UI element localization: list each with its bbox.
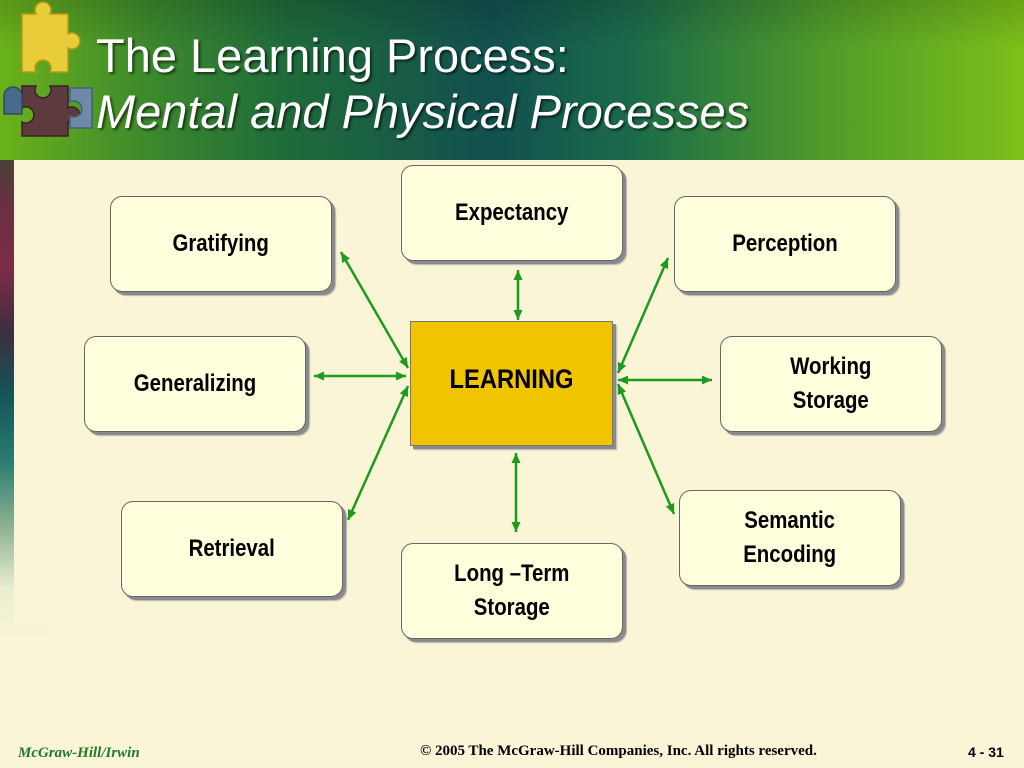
node-perception-label: Perception [732,230,838,257]
node-learning-label: LEARNING [449,364,574,394]
arrow-learning-semantic-encoding [616,383,676,515]
node-generalizing-label: Generalizing [133,370,257,397]
node-expectancy: Expectancy [401,165,623,261]
arrow-learning-long-term-storage [511,453,521,532]
node-gratifying-label: Gratifying [172,230,270,257]
slide-subtitle: Mental and Physical Processes [96,85,750,138]
footer-publisher: McGraw-Hill/Irwin [18,745,140,761]
footer-page-number: 4 - 31 [968,744,1004,760]
arrow-learning-expectancy [513,270,523,320]
node-retrieval: Retrieval [121,501,343,597]
node-learning: LEARNING [410,321,613,446]
arrow-learning-perception [616,257,670,374]
slide-title: The Learning Process: [96,29,569,82]
node-retrieval-label: Retrieval [188,535,276,562]
arrow-learning-generalizing [314,371,406,381]
node-perception: Perception [674,196,896,292]
node-gratifying: Gratifying [110,196,332,292]
arrow-learning-working-storage [618,375,712,385]
puzzle-pieces-icon [3,1,93,137]
arrow-learning-retrieval [346,385,410,521]
arrow-learning-gratifying [339,251,410,369]
node-generalizing: Generalizing [84,336,306,432]
node-expectancy-label: Expectancy [455,199,569,226]
header-band [0,0,1024,160]
footer-copyright: © 2005 The McGraw-Hill Companies, Inc. A… [420,743,817,759]
